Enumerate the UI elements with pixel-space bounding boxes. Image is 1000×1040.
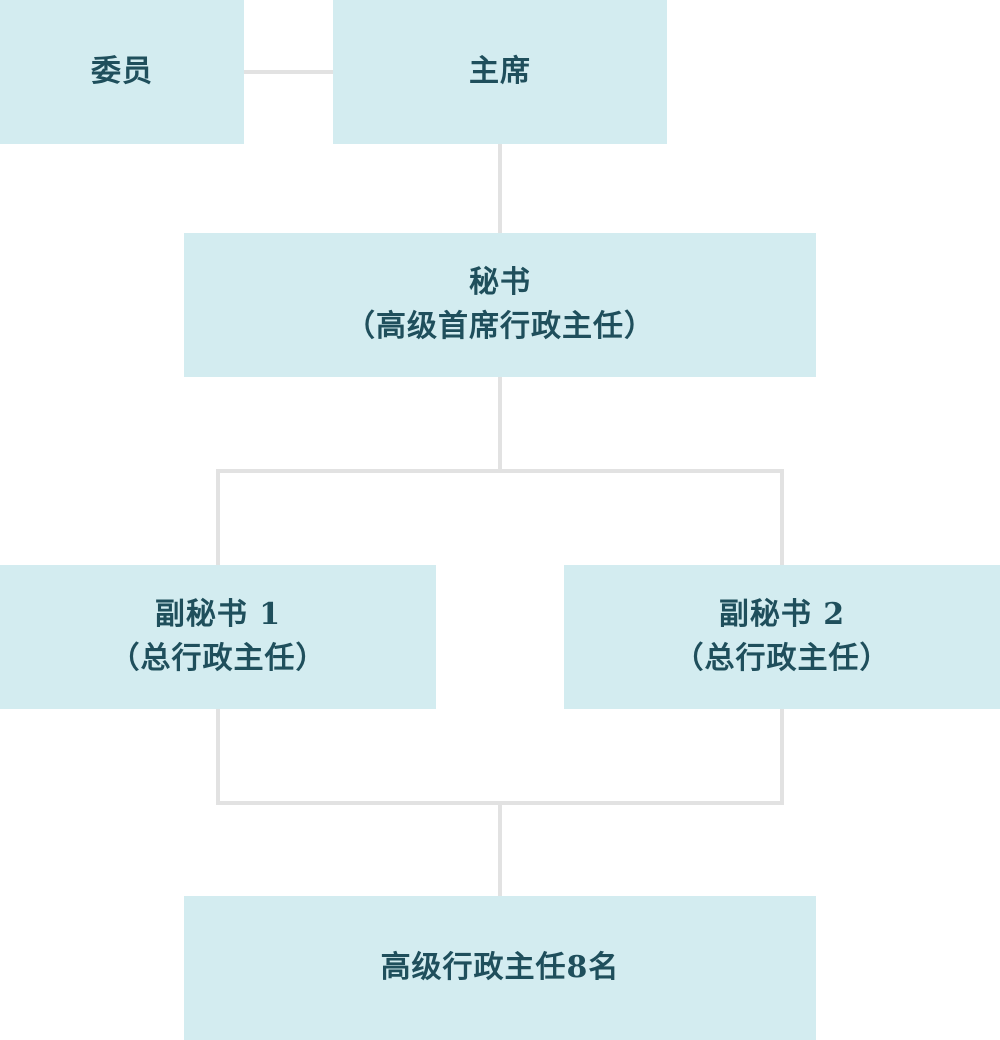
deputy-secretary-1-text: 副秘书 1 （总行政主任） (110, 593, 327, 681)
secretary-box: 秘书 （高级首席行政主任） (184, 233, 816, 377)
senior-officers-label: 高级行政主任8名 (380, 950, 620, 985)
senior-officers-box: 高级行政主任8名 (184, 896, 816, 1040)
senior-officers-text: 高级行政主任8名 (381, 946, 620, 990)
deputy-secretary-1-title: 副秘书 1 (154, 597, 282, 632)
secretary-text: 秘书 （高级首席行政主任） (345, 261, 655, 349)
committee-member-text: 委员 (91, 50, 153, 94)
deputy-secretary-2-box: 副秘书 2 （总行政主任） (564, 565, 1000, 709)
committee-member-box: 委员 (0, 0, 244, 144)
chairman-text: 主席 (469, 50, 531, 94)
secretary-title: 秘书 (469, 265, 531, 300)
committee-member-label: 委员 (91, 54, 153, 89)
chairman-box: 主席 (333, 0, 667, 144)
deputy-secretary-2-subtitle: （总行政主任） (673, 641, 891, 676)
connector-branch-top (216, 469, 784, 567)
deputy-secretary-2-text: 副秘书 2 （总行政主任） (674, 593, 891, 681)
secretary-subtitle: （高级首席行政主任） (345, 309, 655, 344)
deputy-secretary-1-subtitle: （总行政主任） (109, 641, 327, 676)
connector-branch-bottom (216, 707, 784, 805)
deputy-secretary-1-box: 副秘书 1 （总行政主任） (0, 565, 436, 709)
chairman-label: 主席 (469, 54, 531, 89)
deputy-secretary-2-title: 副秘书 2 (718, 597, 846, 632)
